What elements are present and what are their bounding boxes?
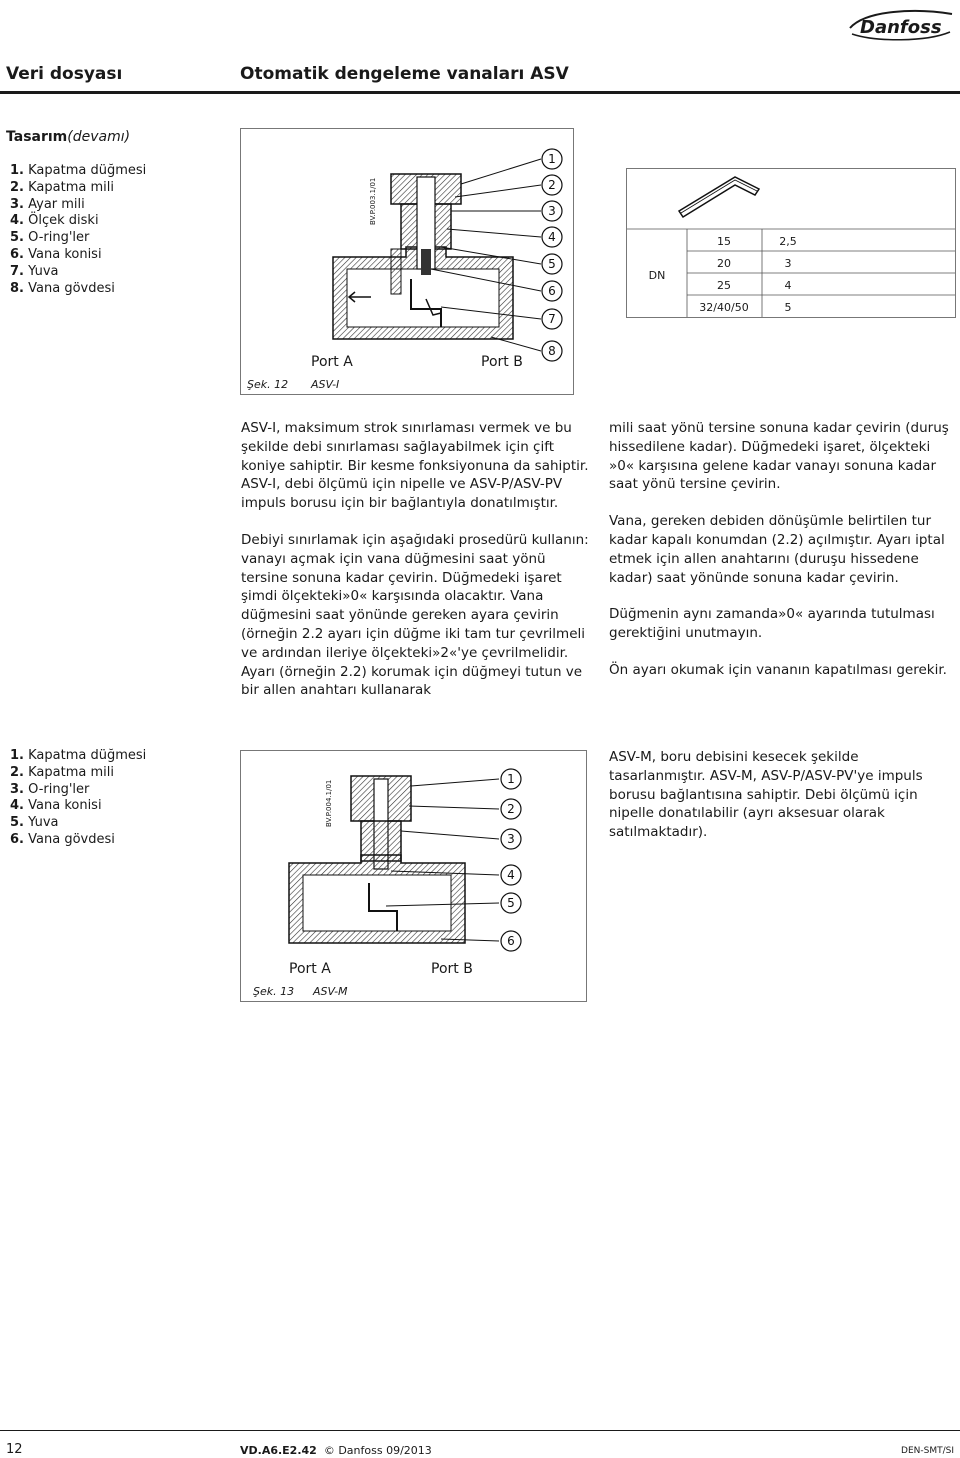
figure-caption-name: ASV-M (312, 985, 348, 998)
list-item: 5. Yuva (10, 815, 59, 831)
callout-4 (500, 864, 522, 886)
figure-asv-i: BV.P.003.1/01 1 2 3 4 5 (240, 128, 574, 395)
callout-4 (541, 226, 563, 248)
list-item: 1. Kapatma düğmesi (10, 163, 147, 178)
key-cell: 2,5 (779, 235, 797, 248)
callout-2 (500, 798, 522, 820)
paragraph: ASV-I, maksimum strok sınırlaması vermek… (241, 420, 589, 512)
list-item: 7. Yuva (10, 263, 59, 279)
figure-asv-m: BV.P.004.1/01 1 2 3 4 5 6 Port A Port B (240, 750, 587, 1002)
callout-label: 8 (548, 344, 556, 358)
list-item: 2. Kapatma mili (10, 179, 114, 195)
callout-2 (541, 174, 563, 196)
port-b-label: Port B (481, 354, 523, 370)
list-item: 4. Vana konisi (10, 798, 102, 814)
figure-caption-number: Şek. 12 (247, 378, 288, 391)
valve-drawing-asv-i: BV.P.003.1/01 1 2 3 4 5 (247, 148, 563, 391)
dn-cell: 15 (717, 235, 731, 248)
allen-key-icon (677, 176, 761, 219)
section-title: Tasarım(devamı) (6, 129, 130, 145)
allen-key-size-table: DN 15 2,5 20 3 25 4 32/40/50 5 (626, 168, 956, 318)
key-cell: 5 (785, 301, 792, 314)
dn-cell: 25 (717, 279, 731, 292)
footer-rule (0, 1430, 960, 1431)
callout-label: 2 (548, 178, 556, 192)
list-item: 4. Ölçek diski (10, 213, 99, 229)
callout-7 (541, 308, 563, 330)
callout-5 (541, 253, 563, 275)
callout-label: 7 (548, 312, 556, 326)
logo-text: Danfoss (860, 17, 942, 38)
drawing-code: BV.P.003.1/01 (369, 178, 377, 225)
footer-dept: DEN-SMT/SI (901, 1446, 954, 1456)
list-item: 6. Vana gövdesi (10, 831, 115, 847)
list-item: 8. Vana gövdesi (10, 280, 115, 296)
doc-type-title: Veri dosyası (6, 64, 123, 84)
callout-8 (541, 340, 563, 362)
text-column-2: mili saat yönü tersine sonuna kadar çevi… (609, 419, 957, 680)
callout-1 (541, 148, 563, 170)
callout-1 (500, 768, 522, 790)
paragraph: mili saat yönü tersine sonuna kadar çevi… (609, 420, 949, 493)
key-cell: 4 (785, 279, 792, 292)
paragraph: Vana, gereken debiden dönüşümle belirtil… (609, 513, 945, 586)
list-item: 1. Kapatma düğmesi (10, 748, 147, 763)
figure-caption-number: Şek. 13 (253, 985, 294, 998)
list-item: 6. Vana konisi (10, 246, 102, 262)
callout-label: 5 (507, 896, 515, 910)
callout-label: 6 (548, 284, 556, 298)
dn-cell: 20 (717, 257, 731, 270)
list-item: 3. Ayar mili (10, 196, 85, 212)
dn-header: DN (649, 269, 666, 282)
page-number: 12 (6, 1442, 23, 1457)
callout-label: 3 (548, 204, 556, 218)
port-b-label: Port B (431, 961, 473, 977)
callout-label: 1 (548, 152, 556, 166)
paragraph: Ön ayarı okumak için vananın kapatılması… (609, 661, 947, 678)
drawing-code: BV.P.004.1/01 (325, 780, 333, 827)
callout-label: 3 (507, 832, 515, 846)
parts-list-asv-i: 1. Kapatma düğmesi 2. Kapatma mili 3. Ay… (10, 163, 146, 297)
copyright: © Danfoss 09/2013 (323, 1444, 432, 1457)
callout-3 (500, 828, 522, 850)
port-a-label: Port A (311, 354, 353, 370)
page-title: Otomatik dengeleme vanaları ASV (240, 64, 569, 84)
callout-6 (541, 280, 563, 302)
list-item: 2. Kapatma mili (10, 764, 114, 780)
callout-5 (500, 892, 522, 914)
figure-caption-name: ASV-I (310, 378, 339, 391)
list-item: 5. O-ring'ler (10, 230, 90, 246)
danfoss-logo: Danfoss (849, 10, 953, 41)
doc-code: VD.A6.E2.42 (240, 1444, 317, 1457)
callout-label: 4 (507, 868, 515, 882)
dn-cell: 32/40/50 (699, 301, 748, 314)
key-cell: 3 (785, 257, 792, 270)
paragraph: ASV-M, boru debisini kesecek şekilde tas… (609, 749, 923, 841)
text-column-1: ASV-I, maksimum strok sınırlaması vermek… (241, 419, 593, 700)
callout-label: 4 (548, 230, 556, 244)
header-rule (0, 91, 960, 94)
callout-label: 6 (507, 934, 515, 948)
callout-6 (500, 930, 522, 952)
callout-label: 5 (548, 257, 556, 271)
valve-drawing-asv-m: BV.P.004.1/01 1 2 3 4 5 6 Port A Port B (253, 768, 522, 998)
callout-3 (541, 200, 563, 222)
callout-label: 2 (507, 802, 515, 816)
callout-label: 1 (507, 772, 515, 786)
footer-doc-info: VD.A6.E2.42 © Danfoss 09/2013 (240, 1444, 432, 1457)
section-title-italic: (devamı) (67, 129, 131, 145)
parts-list-asv-m: 1. Kapatma düğmesi 2. Kapatma mili 3. O-… (10, 748, 146, 849)
paragraph: Debiyi sınırlamak için aşağıdaki prosedü… (241, 531, 589, 699)
paragraph: Düğmenin aynı zamanda»0« ayarında tutulm… (609, 606, 935, 642)
text-column-3: ASV-M, boru debisini kesecek şekilde tas… (609, 748, 949, 842)
list-item: 3. O-ring'ler (10, 781, 90, 797)
section-title-bold: Tasarım (6, 129, 68, 145)
port-a-label: Port A (289, 961, 331, 977)
